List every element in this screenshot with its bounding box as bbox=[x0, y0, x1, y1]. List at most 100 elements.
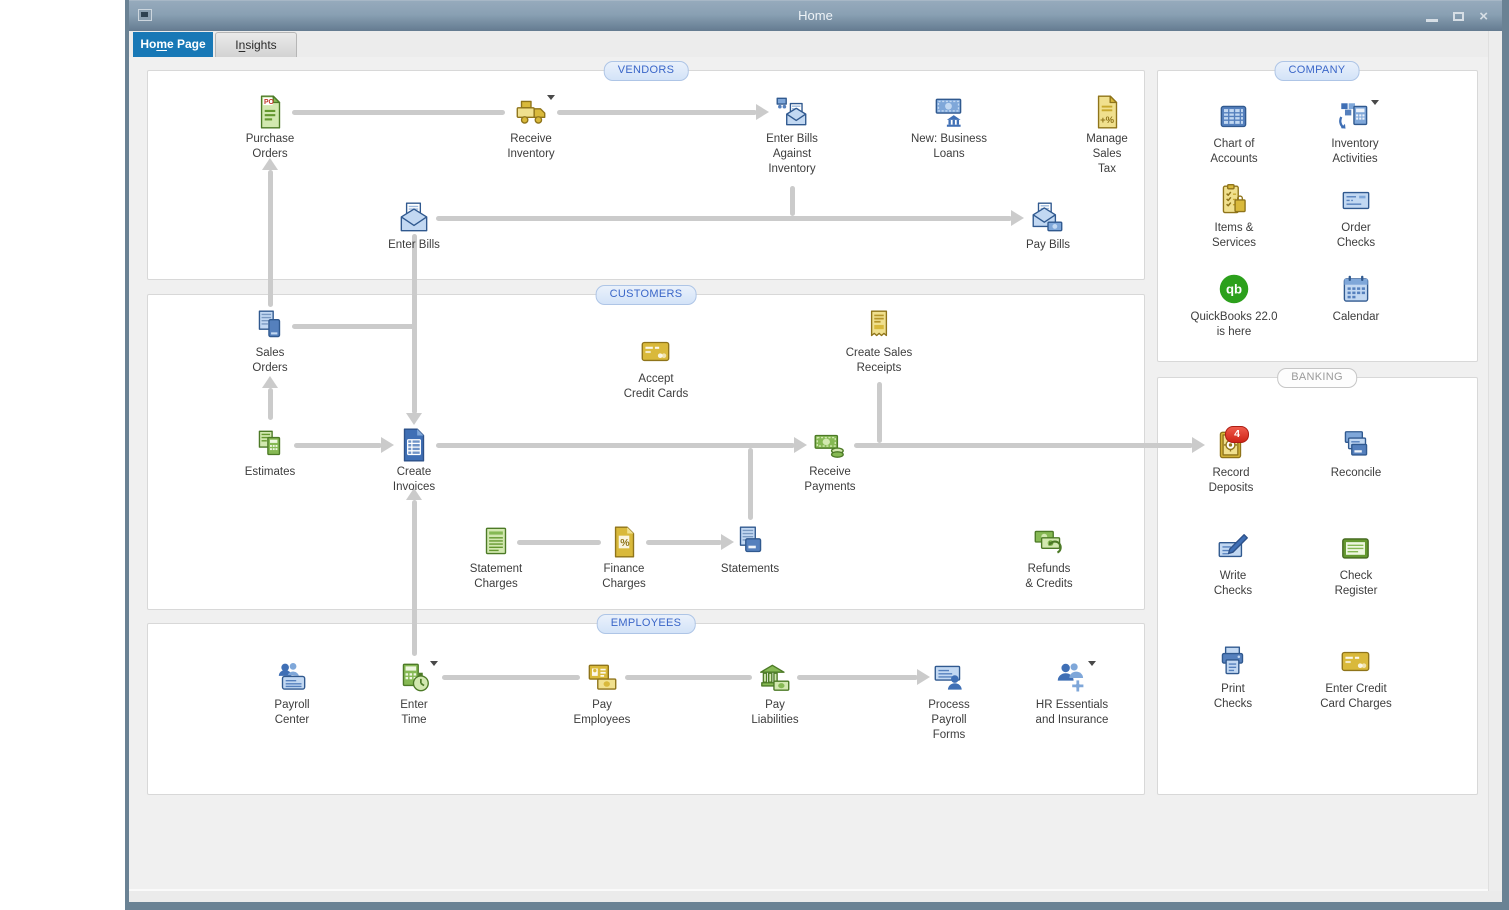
items-services-icon bbox=[1215, 182, 1253, 220]
flow-line bbox=[436, 216, 1012, 221]
flow-line bbox=[442, 675, 580, 680]
dropdown-caret-icon[interactable] bbox=[547, 95, 555, 100]
estimates-icon bbox=[251, 426, 289, 464]
flow-arrowhead-icon bbox=[406, 413, 422, 425]
flow-line bbox=[292, 324, 416, 329]
refunds-credits[interactable]: Refunds& Credits bbox=[994, 523, 1104, 592]
pay-bills[interactable]: Pay Bills bbox=[993, 199, 1103, 253]
items-services[interactable]: Items &Services bbox=[1179, 182, 1289, 251]
company-panel bbox=[1157, 70, 1478, 362]
dropdown-caret-icon[interactable] bbox=[430, 661, 438, 666]
hr-essentials-icon bbox=[1053, 659, 1091, 697]
statements[interactable]: Statements bbox=[695, 523, 805, 577]
calendar[interactable]: Calendar bbox=[1301, 271, 1411, 325]
tab-insights[interactable]: Insights bbox=[215, 32, 297, 57]
check-register-icon bbox=[1337, 530, 1375, 568]
flow-line bbox=[436, 443, 795, 448]
chart-of-accounts-icon bbox=[1215, 98, 1253, 136]
flow-arrowhead-icon bbox=[1011, 210, 1024, 226]
dropdown-caret-icon[interactable] bbox=[1088, 661, 1096, 666]
flow-arrowhead-icon bbox=[262, 158, 278, 170]
customers-section-label: CUSTOMERS bbox=[595, 285, 697, 305]
item-label: Pay Bills bbox=[1025, 239, 1071, 251]
create-invoices-icon bbox=[395, 426, 433, 464]
reconcile[interactable]: Reconcile bbox=[1301, 427, 1411, 481]
enter-bills-against-inventory-icon bbox=[773, 93, 811, 131]
flow-line bbox=[797, 675, 918, 680]
minimize-button[interactable] bbox=[1426, 18, 1439, 22]
title-bar[interactable]: Home × bbox=[129, 0, 1502, 31]
estimates[interactable]: Estimates bbox=[215, 426, 325, 480]
flow-arrowhead-icon bbox=[1192, 437, 1205, 453]
receive-payments-icon bbox=[811, 426, 849, 464]
item-label: Items &Services bbox=[1211, 222, 1257, 249]
flow-arrowhead-icon bbox=[756, 104, 769, 120]
close-button[interactable]: × bbox=[1479, 7, 1488, 25]
flow-arrowhead-icon bbox=[917, 669, 930, 685]
manage-sales-tax-icon: +% bbox=[1088, 93, 1126, 131]
flow-arrowhead-icon bbox=[794, 437, 807, 453]
banking-panel bbox=[1157, 377, 1478, 795]
flow-line bbox=[268, 388, 273, 420]
item-label: Enter Bills bbox=[388, 239, 440, 251]
sales-orders-icon bbox=[251, 307, 289, 345]
flow-arrowhead-icon bbox=[721, 534, 734, 550]
dropdown-caret-icon[interactable] bbox=[1371, 100, 1379, 105]
enter-time-icon bbox=[395, 659, 433, 697]
inventory-activities-icon bbox=[1336, 98, 1374, 136]
flow-line bbox=[412, 500, 417, 656]
print-checks-icon bbox=[1214, 643, 1252, 681]
quickbooks-logo-icon: qb bbox=[1215, 271, 1253, 309]
tab-home-page[interactable]: Home Page bbox=[133, 32, 213, 57]
item-label: Statements bbox=[720, 563, 780, 575]
statements-icon bbox=[731, 523, 769, 561]
restore-window-icon[interactable] bbox=[138, 9, 152, 21]
banking-section-label: BANKING bbox=[1277, 368, 1357, 388]
enter-bills-icon bbox=[395, 199, 433, 237]
receive-inventory-icon bbox=[512, 93, 550, 131]
window-title: Home bbox=[798, 8, 833, 23]
company-section-label: COMPANY bbox=[1274, 61, 1360, 81]
maximize-button[interactable] bbox=[1453, 11, 1465, 21]
vendors-section-label: VENDORS bbox=[603, 61, 689, 81]
enter-bills[interactable]: Enter Bills bbox=[359, 199, 469, 253]
flow-line bbox=[854, 443, 1193, 448]
